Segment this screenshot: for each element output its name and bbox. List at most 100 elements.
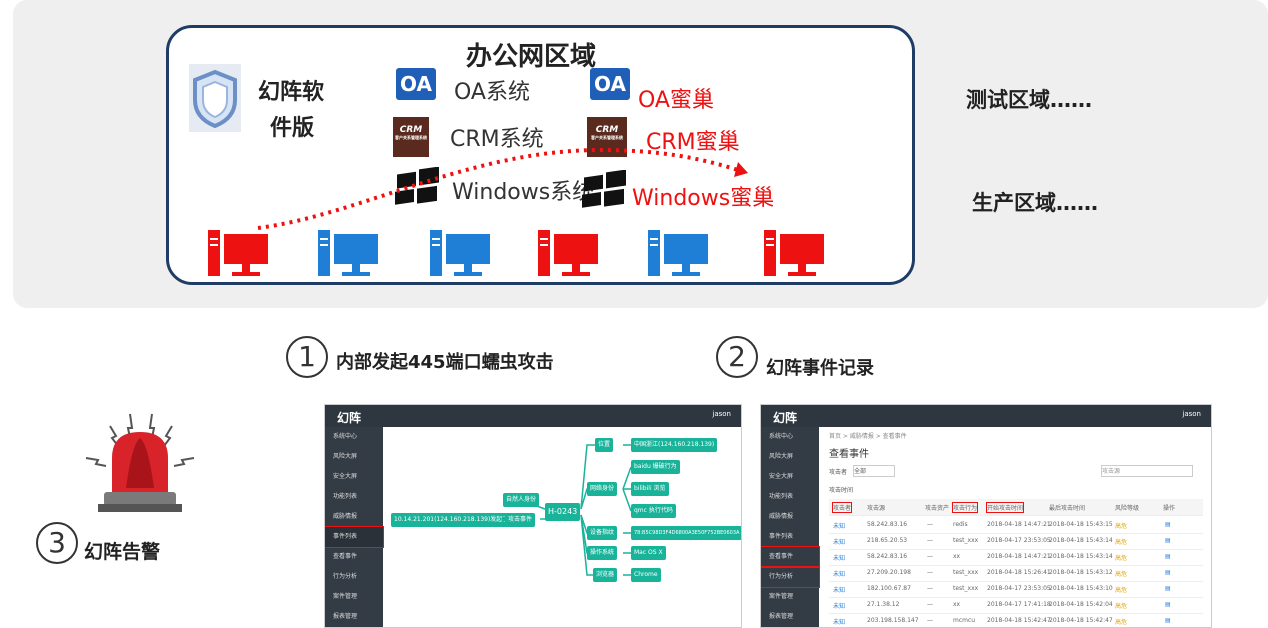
graph-node[interactable]: 攻击事件 xyxy=(505,513,536,527)
table-cell: 未知 xyxy=(833,555,846,562)
view-detail-icon[interactable]: ▤ xyxy=(1165,585,1171,592)
graph-node[interactable]: 操作系统 xyxy=(587,546,618,560)
oa-trap-icon: OA xyxy=(590,68,630,100)
table-cell: 27.209.20.198 xyxy=(867,569,911,576)
sidebar-item[interactable]: 系统中心 xyxy=(769,433,794,440)
sidebar-item[interactable]: 功能列表 xyxy=(333,493,358,500)
table-cell: 2018-04-18 15:43:12 xyxy=(1049,569,1113,576)
filter-time-label: 攻击时间 xyxy=(829,487,854,494)
sidebar-item[interactable]: 威胁情报 xyxy=(769,513,794,520)
table-cell: 2018-04-18 15:43:15 xyxy=(1049,521,1113,528)
view-detail-icon[interactable]: ▤ xyxy=(1165,617,1171,624)
graph-source-node[interactable]: 10.14.21.201(124.160.218.139)发起了攻击 xyxy=(391,513,524,527)
view-detail-icon[interactable]: ▤ xyxy=(1165,601,1171,608)
graph-node[interactable]: 位置 xyxy=(595,438,614,452)
app-sidebar: 系统中心 风险大屏 安全大屏 功能列表 威胁情报 事件列表 查看事件 行为分析 … xyxy=(325,427,384,627)
app-logo: 幻阵 xyxy=(337,411,362,425)
graph-node[interactable]: 中国浙江(124.160.218.139) xyxy=(631,438,718,452)
sidebar-item[interactable]: 案件管理 xyxy=(333,593,358,600)
graph-center-node[interactable]: H-0243 xyxy=(545,503,581,521)
view-detail-icon[interactable]: ▤ xyxy=(1165,521,1171,528)
page-title: 查看事件 xyxy=(829,449,869,460)
windows-system-label: Windows系统 xyxy=(452,180,595,205)
sidebar-item[interactable]: 事件列表 xyxy=(325,526,384,548)
graph-node[interactable]: 网络身份 xyxy=(587,482,618,496)
view-detail-icon[interactable]: ▤ xyxy=(1165,537,1171,544)
crm-system-label: CRM系统 xyxy=(450,127,544,152)
prod-zone-label: 生产区域…… xyxy=(972,191,1098,215)
search-input[interactable]: 攻击源 xyxy=(1101,465,1193,477)
sidebar-item[interactable]: 行为分析 xyxy=(333,573,358,580)
graph-node[interactable]: bilibili 浏览 xyxy=(631,482,669,496)
sidebar-item[interactable]: 行为分析 xyxy=(761,566,820,588)
app-topbar: 幻阵 jason xyxy=(325,405,741,427)
sidebar-item[interactable]: 案件管理 xyxy=(769,593,794,600)
filter-attacker-label: 攻击者 xyxy=(829,469,848,476)
table-cell: 27.1.38.12 xyxy=(867,601,900,608)
sidebar-item[interactable]: 风险大屏 xyxy=(333,453,358,460)
computer-icon xyxy=(648,228,710,284)
windows-trap-icon xyxy=(580,169,630,212)
sidebar-item[interactable]: 查看事件 xyxy=(333,553,358,560)
empty-cell: — xyxy=(927,585,933,592)
table-cell: 高危 xyxy=(1115,619,1128,626)
step-1-text: 内部发起445端口蠕虫攻击 xyxy=(336,352,554,373)
table-cell: 2018-04-18 14:47:21 xyxy=(987,521,1051,528)
step-1-number: 1 xyxy=(286,336,328,378)
sidebar-item[interactable]: 功能列表 xyxy=(769,493,794,500)
product-name-line2: 件版 xyxy=(270,116,315,141)
table-cell: 203.198.158.147 xyxy=(867,617,919,624)
table-cell: mcmcu xyxy=(953,617,976,624)
oa-trap-label: OA蜜巢 xyxy=(638,88,714,113)
shield-icon xyxy=(189,64,241,132)
filter-attacker-select[interactable]: 全部 xyxy=(853,465,895,477)
graph-node[interactable]: 78:B5C98D3F4D6800A3E50F752BE0603A xyxy=(631,526,741,540)
empty-cell: — xyxy=(927,601,933,608)
graph-node[interactable]: Chrome xyxy=(631,568,661,582)
sidebar-item[interactable]: 系统中心 xyxy=(333,433,358,440)
infected-computer-icon xyxy=(538,228,600,284)
table-cell: 2018-04-17 17:41:18 xyxy=(987,601,1051,608)
sidebar-item[interactable]: 安全大屏 xyxy=(769,473,794,480)
sidebar-item[interactable]: 查看事件 xyxy=(761,546,820,568)
oa-icon: OA xyxy=(396,68,436,100)
table-cell: 2018-04-18 15:43:14 xyxy=(1049,537,1113,544)
graph-node[interactable]: 自然人身份 xyxy=(503,493,540,507)
sidebar-item[interactable]: 风险大屏 xyxy=(769,453,794,460)
view-detail-icon[interactable]: ▤ xyxy=(1165,553,1171,560)
alarm-siren-icon xyxy=(80,408,200,522)
view-detail-icon[interactable]: ▤ xyxy=(1165,569,1171,576)
table-cell: 2018-04-18 15:26:41 xyxy=(987,569,1051,576)
sidebar-item[interactable]: 安全大屏 xyxy=(333,473,358,480)
graph-node[interactable]: 设备指纹 xyxy=(587,526,618,540)
table-cell: 未知 xyxy=(833,539,846,546)
table-cell: 2018-04-18 15:42:47 xyxy=(1049,617,1113,624)
graph-node[interactable]: 浏览器 xyxy=(593,568,618,582)
graph-node[interactable]: Mac OS X xyxy=(631,546,666,560)
table-cell: xx xyxy=(953,553,961,560)
infected-computer-icon xyxy=(764,228,826,284)
sidebar-item[interactable]: 报表管理 xyxy=(769,613,794,620)
table-cell: 高危 xyxy=(1115,571,1128,578)
table-cell: 2018-04-18 15:42:04 xyxy=(1049,601,1113,608)
sidebar-item[interactable]: 威胁情报 xyxy=(333,513,358,520)
windows-icon xyxy=(393,166,443,209)
table-cell: 未知 xyxy=(833,523,846,530)
sidebar-item[interactable]: 事件列表 xyxy=(769,533,794,540)
graph-node[interactable]: qmc 执行代码 xyxy=(631,504,676,518)
user-menu[interactable]: jason xyxy=(1182,410,1201,418)
table-cell: 未知 xyxy=(833,571,846,578)
sidebar-item[interactable]: 报表管理 xyxy=(333,613,358,620)
oa-system-label: OA系统 xyxy=(454,80,530,105)
user-menu[interactable]: jason xyxy=(712,410,731,418)
graph-node[interactable]: baidu 爆破行为 xyxy=(631,460,680,474)
computer-icon xyxy=(318,228,380,284)
table-cell: 2018-04-18 15:43:14 xyxy=(1049,553,1113,560)
